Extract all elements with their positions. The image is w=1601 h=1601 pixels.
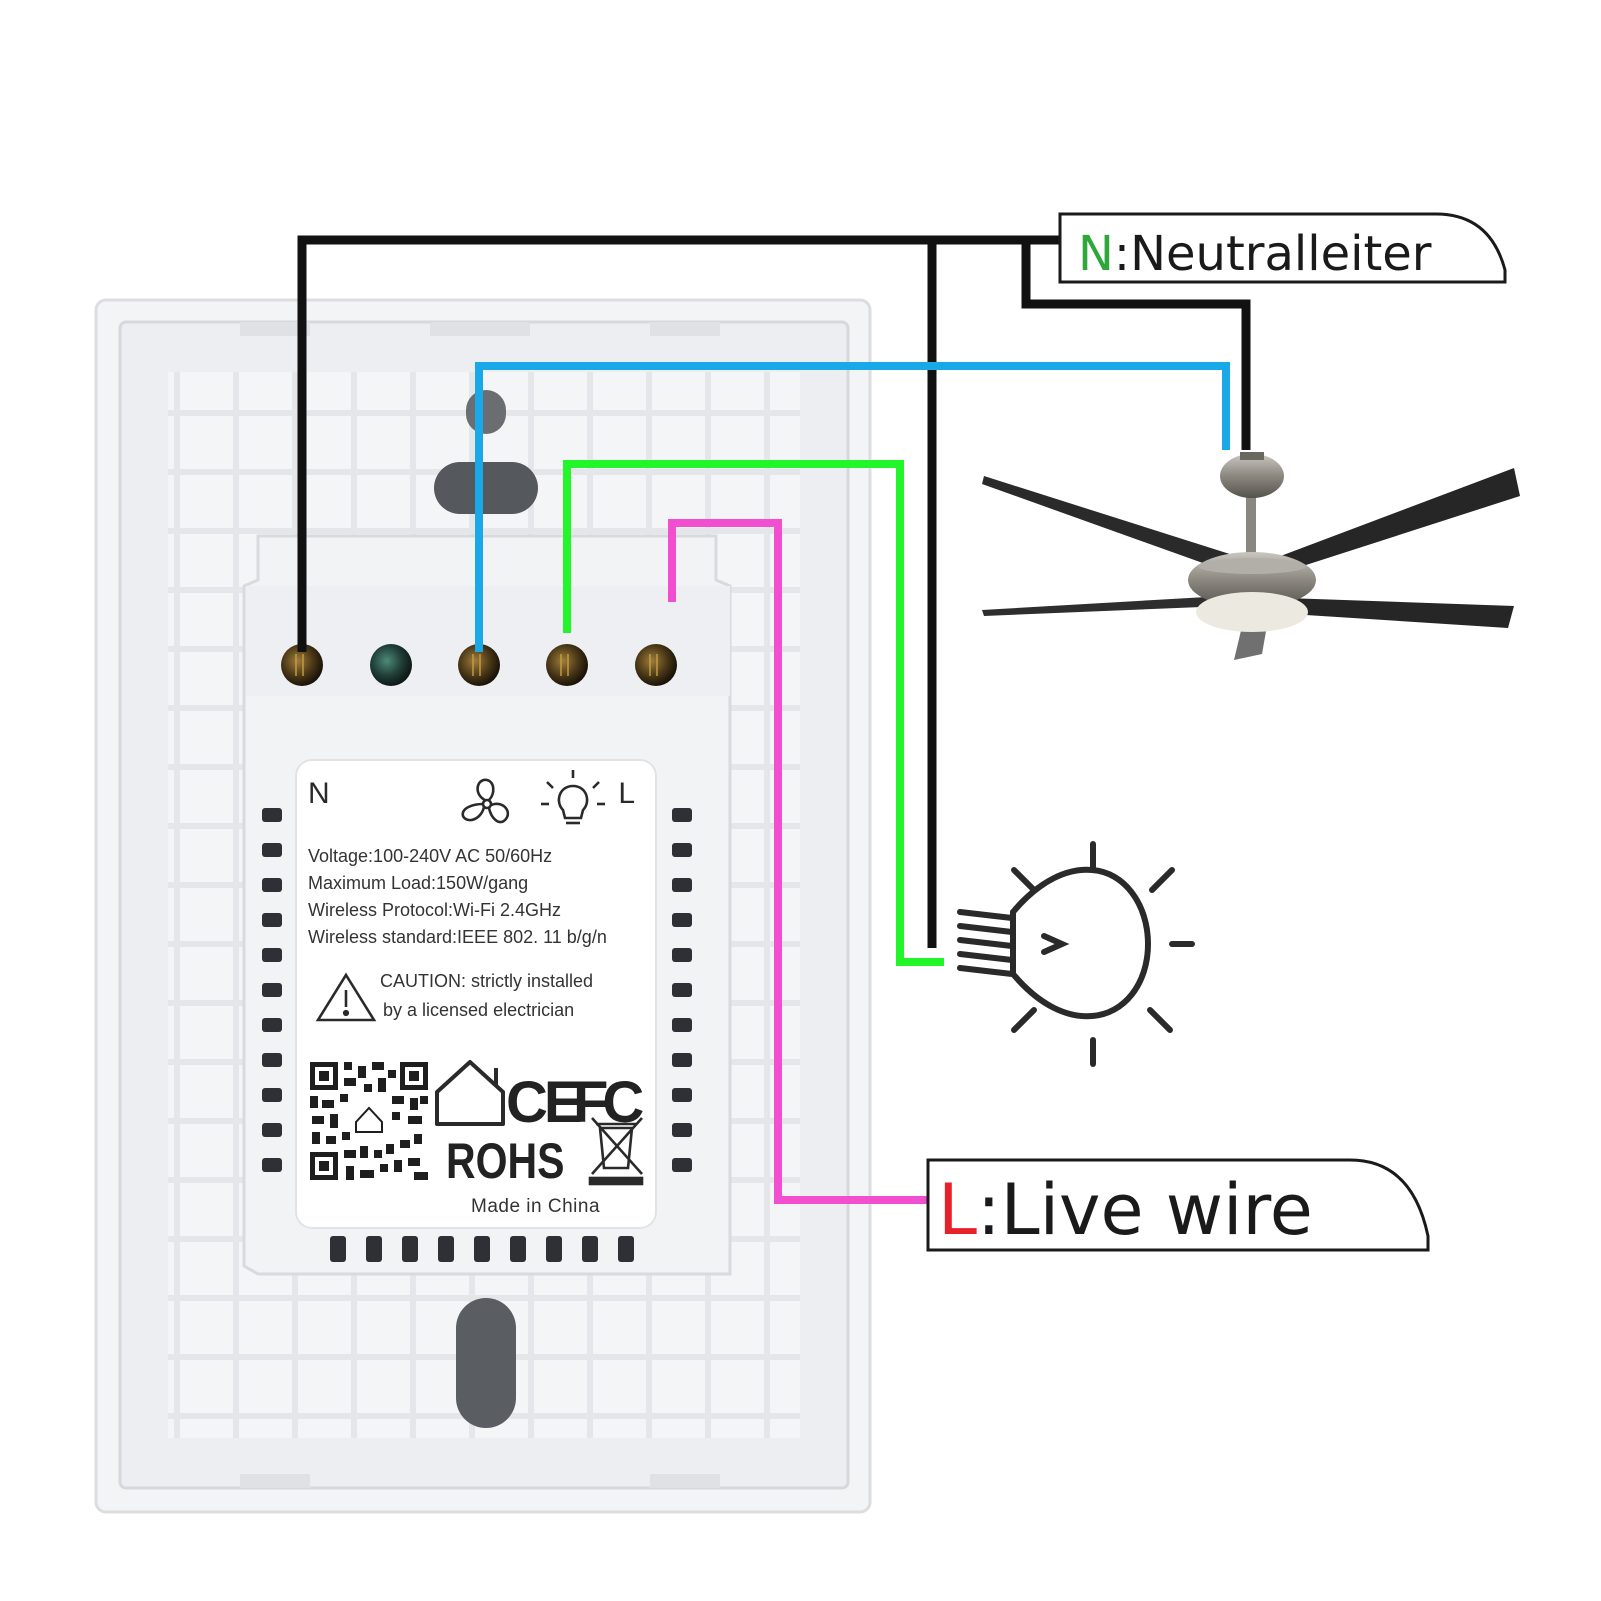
caution-line-2: by a licensed electrician xyxy=(383,1000,574,1020)
ceiling-fan-icon xyxy=(982,452,1520,660)
wire-fan xyxy=(475,362,1230,652)
live-letter: L xyxy=(938,1169,977,1251)
neutral-text: Neutralleiter xyxy=(1130,226,1432,282)
svg-text:N:Neutralleiter: N:Neutralleiter xyxy=(1078,226,1432,282)
rohs-mark: ROHS xyxy=(446,1133,564,1189)
spec-wireless-standard: Wireless standard:IEEE 802. 11 b/g/n xyxy=(308,927,607,947)
neutral-label: N:Neutralleiter xyxy=(1058,212,1507,284)
terminal-l-label: L xyxy=(618,777,635,810)
made-in-label: Made in China xyxy=(471,1196,600,1217)
spec-max-load: Maximum Load:150W/gang xyxy=(308,873,528,893)
spec-wireless-protocol: Wireless Protocol:Wi-Fi 2.4GHz xyxy=(308,900,561,920)
caution-icon xyxy=(315,972,377,1022)
mounting-hole-bottom xyxy=(456,1298,516,1428)
live-label: L:Live wire xyxy=(926,1158,1430,1252)
light-bulb-icon xyxy=(957,841,1195,1067)
ce-mark: CE xyxy=(506,1070,581,1135)
svg-text:L:Live wire: L:Live wire xyxy=(938,1169,1313,1251)
terminal-n-label: N xyxy=(308,777,330,810)
wire-neutral xyxy=(297,235,1251,948)
bulb-icon xyxy=(541,770,605,825)
neutral-separator: : xyxy=(1114,226,1130,282)
neutral-letter: N xyxy=(1078,226,1114,282)
product-label: N L Voltage:100-240V AC 50/60Hz Maximum … xyxy=(295,759,657,1229)
wire-live xyxy=(668,519,928,1204)
spec-voltage: Voltage:100-240V AC 50/60Hz xyxy=(308,846,552,866)
caution-line-1: CAUTION: strictly installed xyxy=(380,971,593,991)
qr-code-icon xyxy=(310,1062,428,1180)
live-text: Live wire xyxy=(1001,1169,1313,1251)
weee-bin-icon xyxy=(588,1117,644,1186)
wire-light xyxy=(563,460,944,966)
terminal-ground xyxy=(370,644,412,686)
fan-icon xyxy=(461,778,510,824)
home-icon xyxy=(435,1060,505,1126)
live-separator: : xyxy=(977,1169,1001,1251)
